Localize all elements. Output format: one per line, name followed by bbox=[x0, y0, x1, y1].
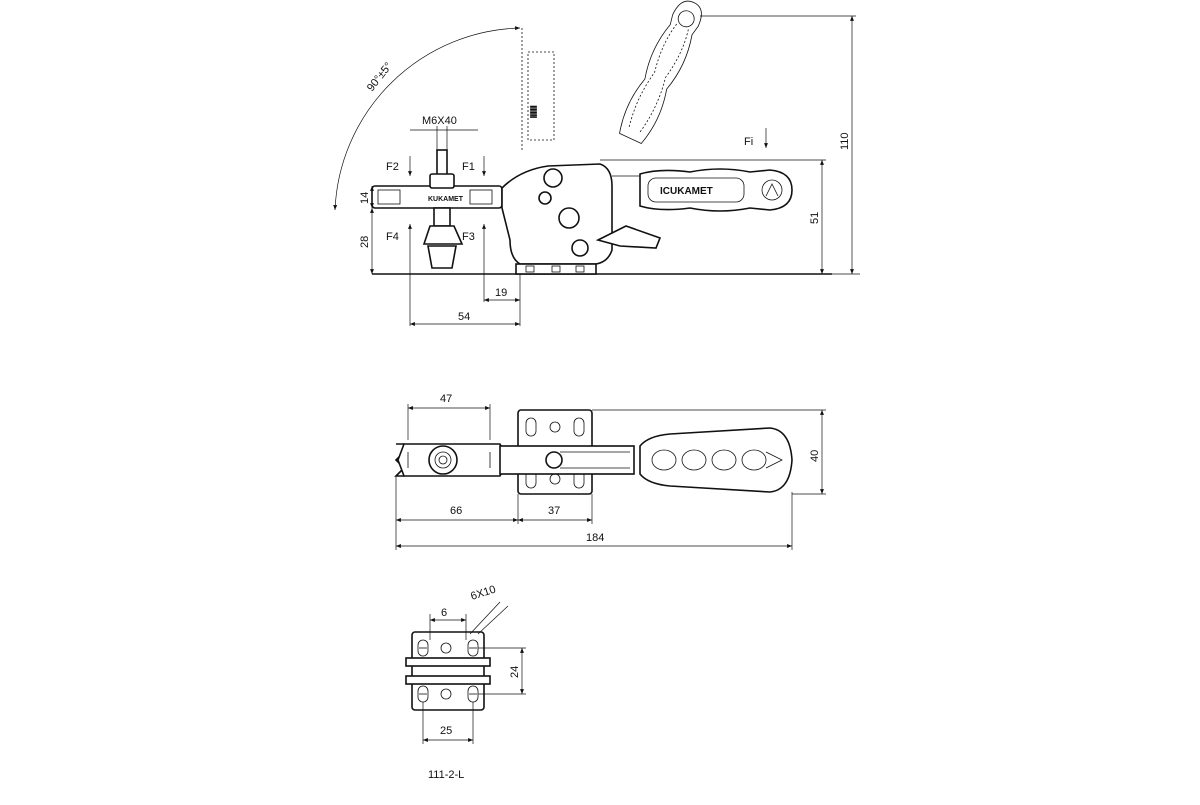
dim-14: 14 bbox=[359, 192, 371, 204]
force-f2: F2 bbox=[386, 161, 399, 173]
dim-6: 6 bbox=[441, 607, 447, 619]
dim-47: 47 bbox=[440, 393, 452, 405]
handle-brand: ICUKAMET bbox=[660, 186, 713, 197]
model-label: 111-2-L bbox=[428, 769, 464, 781]
dim-6x10: 6X10 bbox=[469, 583, 497, 602]
force-f1: F1 bbox=[462, 161, 475, 173]
dim-24: 24 bbox=[509, 666, 521, 678]
side-view: 90°±5° |||||||| KUKAMET M6X40 bbox=[333, 0, 860, 326]
top-view: 47 66 37 184 40 bbox=[394, 393, 826, 550]
dim-28: 28 bbox=[359, 236, 371, 248]
force-f4: F4 bbox=[386, 231, 399, 243]
dim-66: 66 bbox=[450, 505, 462, 517]
dim-110: 110 bbox=[839, 132, 851, 150]
dim-25: 25 bbox=[440, 725, 452, 737]
dim-37: 37 bbox=[548, 505, 560, 517]
force-f3: F3 bbox=[462, 231, 475, 243]
base-view: 6X10 6 24 25 bbox=[405, 583, 526, 744]
dim-19: 19 bbox=[495, 287, 507, 299]
force-arrows bbox=[408, 128, 768, 244]
handle-ghost bbox=[619, 0, 702, 145]
arm-brand: KUKAMET bbox=[428, 196, 464, 203]
dim-184: 184 bbox=[586, 532, 604, 544]
dim-51: 51 bbox=[809, 212, 821, 224]
bolt-label: M6X40 bbox=[422, 115, 457, 127]
dim-40: 40 bbox=[809, 450, 821, 462]
force-fi: Fi bbox=[744, 136, 753, 148]
vertical-arm-brand: |||||||| bbox=[531, 105, 537, 118]
angle-label: 90°±5° bbox=[365, 60, 395, 94]
dim-54: 54 bbox=[458, 311, 470, 323]
